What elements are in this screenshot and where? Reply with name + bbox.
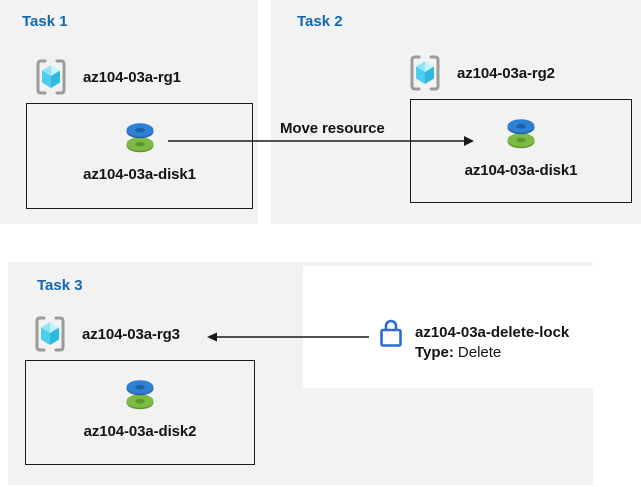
- task2-rg-label: az104-03a-rg2: [457, 64, 555, 82]
- lock-type-value: Delete: [457, 344, 502, 361]
- lock-icon: [377, 315, 405, 354]
- managed-disk-icon: [121, 376, 159, 417]
- move-resource-label: Move resource: [280, 120, 385, 137]
- task1-panel: Task 1 az104-03a-rg1: [0, 0, 258, 224]
- task3-resource-box: az104-03a-disk2: [25, 360, 255, 465]
- task2-resource-group: az104-03a-rg2: [408, 54, 555, 92]
- lock-name: az104-03a-delete-lock: [415, 324, 570, 341]
- resource-group-icon: [34, 58, 68, 96]
- task2-resource-box: az104-03a-disk1: [410, 99, 632, 203]
- task1-disk-label: az104-03a-disk1: [83, 166, 196, 183]
- resource-group-icon: [408, 54, 442, 92]
- task1-rg-label: az104-03a-rg1: [83, 68, 181, 86]
- task3-rg-label: az104-03a-rg3: [82, 325, 180, 343]
- resource-group-icon: [33, 315, 67, 353]
- task3-disk-label: az104-03a-disk2: [83, 423, 197, 440]
- task2-disk-label: az104-03a-disk1: [464, 162, 578, 179]
- lock-type-label: Type:: [415, 344, 454, 361]
- move-resource-arrow: [168, 136, 474, 146]
- task1-resource-box: az104-03a-disk1: [26, 103, 253, 209]
- lock-arrow: [207, 332, 369, 342]
- managed-disk-icon: [121, 119, 159, 160]
- lock-type: Type:Delete: [415, 343, 569, 363]
- managed-disk-icon: [502, 115, 540, 156]
- task2-title: Task 2: [297, 13, 343, 30]
- task1-resource-group: az104-03a-rg1: [34, 58, 181, 96]
- task1-title: Task 1: [22, 13, 68, 30]
- task3-resource-group: az104-03a-rg3: [33, 315, 180, 353]
- task3-title: Task 3: [37, 277, 83, 294]
- task3-panel-notch: [303, 266, 593, 388]
- task2-panel: Task 2 az104-03a-rg2: [271, 0, 641, 224]
- lock-annotation: az104-03a-delete-lock Type:Delete: [415, 323, 569, 363]
